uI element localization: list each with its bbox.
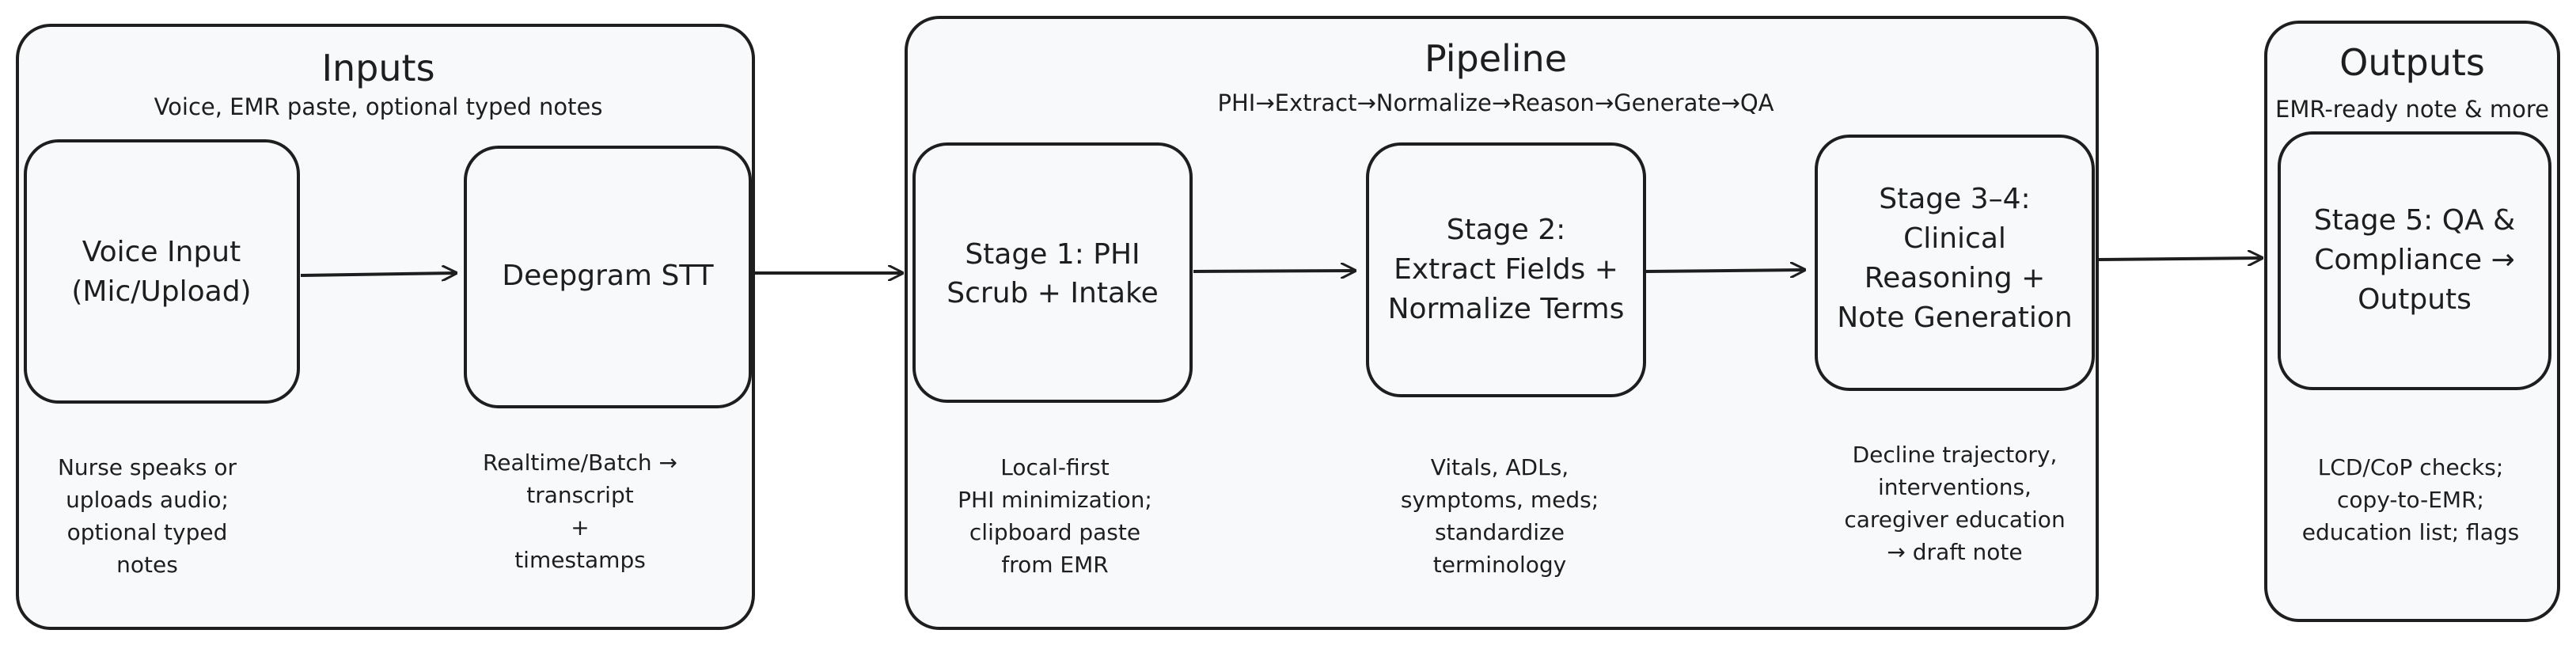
outputs-subtitle: EMR-ready note & more — [2275, 96, 2549, 123]
voice-input-desc-line-3: optional typed — [67, 519, 228, 545]
stage2-label-line-1: Stage 2: — [1447, 214, 1566, 246]
inputs-title: Inputs — [321, 47, 434, 89]
stage2-desc-line-2: symptoms, meds; — [1401, 487, 1599, 513]
stage34-desc-line-2: interventions, — [1878, 474, 2032, 500]
stage5-label-line-2: Compliance → — [2314, 244, 2515, 276]
voice-input-node: Voice Input (Mic/Upload) — [24, 139, 300, 404]
pipeline-title: Pipeline — [1425, 37, 1567, 80]
deepgram-stt-node: Deepgram STT — [464, 146, 752, 408]
voice-input-label-line-1: Voice Input — [82, 236, 241, 268]
stage34-label-line-1: Stage 3–4: — [1879, 183, 2030, 215]
deepgram-stt-description: Realtime/Batch → transcript + timestamps — [483, 450, 677, 573]
deepgram-stt-label-line-1: Deepgram STT — [502, 260, 714, 292]
stage1-desc-line-1: Local-first — [1000, 454, 1109, 480]
stage2-desc-line-4: terminology — [1433, 552, 1566, 578]
stage34-node: Stage 3–4: Clinical Reasoning + Note Gen… — [1815, 135, 2095, 391]
stage5-desc-line-3: education list; flags — [2302, 519, 2519, 545]
stage1-desc-line-4: from EMR — [1001, 552, 1108, 578]
arrow-pipeline-to-outputs — [2098, 258, 2262, 260]
stage2-desc-line-3: standardize — [1435, 519, 1565, 545]
deepgram-stt-desc-line-3: + — [571, 514, 589, 541]
voice-input-desc-line-4: notes — [116, 552, 178, 578]
stage1-label-line-1: Stage 1: PHI — [965, 238, 1140, 271]
stage2-label-line-3: Normalize Terms — [1388, 293, 1625, 325]
stage5-label-line-3: Outputs — [2358, 283, 2472, 316]
stage34-desc-line-4: → draft note — [1887, 539, 2022, 565]
pipeline-subtitle: PHI→Extract→Normalize→Reason→Generate→QA — [1217, 89, 1774, 116]
stage34-label-line-3: Reasoning + — [1865, 262, 2045, 294]
stage2-desc-line-1: Vitals, ADLs, — [1431, 454, 1569, 480]
deepgram-stt-desc-line-4: timestamps — [514, 547, 646, 573]
stage5-desc-line-1: LCD/CoP checks; — [2318, 454, 2504, 480]
stage34-label-line-2: Clinical — [1903, 222, 2006, 255]
stage1-label-line-2: Scrub + Intake — [947, 277, 1159, 309]
stage1-desc-line-2: PHI minimization; — [958, 487, 1152, 513]
deepgram-stt-desc-line-2: transcript — [526, 482, 633, 508]
stage5-label-line-1: Stage 5: QA & — [2314, 204, 2515, 237]
deepgram-stt-desc-line-1: Realtime/Batch → — [483, 450, 677, 476]
outputs-title: Outputs — [2339, 41, 2485, 84]
stage1-description: Local-first PHI minimization; clipboard … — [958, 454, 1152, 578]
stage2-label-line-2: Extract Fields + — [1394, 253, 1618, 286]
voice-input-desc-line-1: Nurse speaks or — [58, 454, 237, 480]
stage2-description: Vitals, ADLs, symptoms, meds; standardiz… — [1401, 454, 1599, 578]
stage2-node: Stage 2: Extract Fields + Normalize Term… — [1366, 142, 1646, 397]
stage34-desc-line-1: Decline trajectory, — [1853, 442, 2058, 468]
stage5-node: Stage 5: QA & Compliance → Outputs — [2278, 131, 2551, 390]
stage5-description: LCD/CoP checks; copy-to-EMR; education l… — [2302, 454, 2519, 545]
stage1-node: Stage 1: PHI Scrub + Intake — [912, 142, 1193, 403]
stage1-desc-line-3: clipboard paste — [969, 519, 1140, 545]
stage5-desc-line-2: copy-to-EMR; — [2337, 487, 2484, 513]
stage34-description: Decline trajectory, interventions, careg… — [1844, 442, 2065, 565]
stage34-label-line-4: Note Generation — [1837, 302, 2073, 334]
arrow-stage2-to-stage34 — [1645, 270, 1804, 271]
voice-input-label-line-2: (Mic/Upload) — [71, 275, 251, 308]
inputs-subtitle: Voice, EMR paste, optional typed notes — [154, 93, 603, 120]
stage34-desc-line-3: caregiver education — [1844, 507, 2065, 533]
arrow-voice-to-stt — [300, 273, 456, 275]
voice-input-description: Nurse speaks or uploads audio; optional … — [58, 454, 237, 578]
voice-input-desc-line-2: uploads audio; — [66, 487, 229, 513]
